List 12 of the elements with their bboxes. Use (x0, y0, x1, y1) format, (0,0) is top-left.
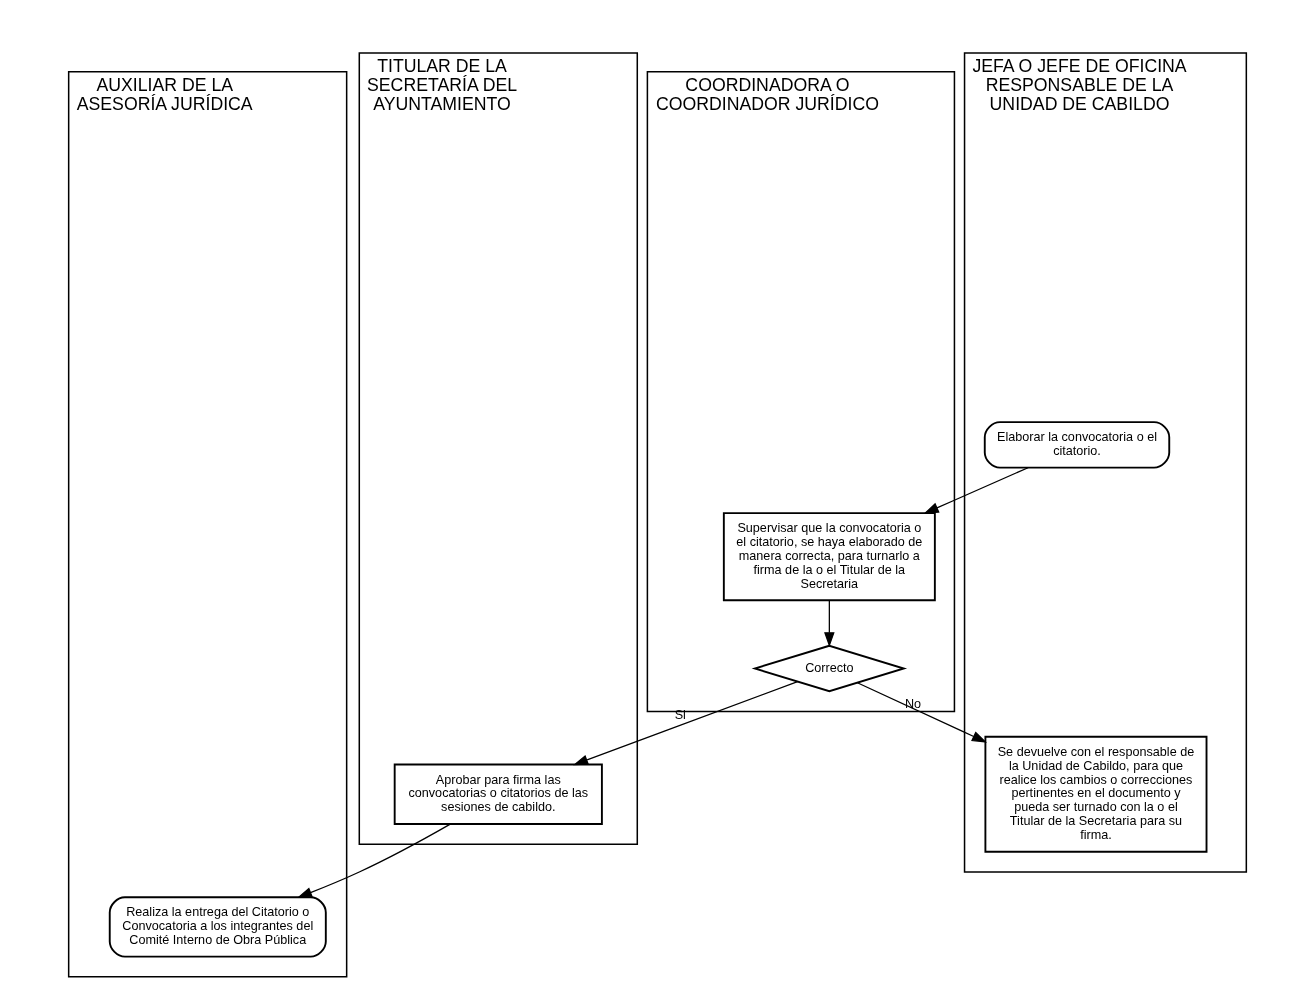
edge-label: No (905, 696, 922, 711)
node-box: Aprobar para firma las convocatorias o citatorios de las sesiones de cabildo. (393, 763, 603, 825)
arrow (824, 599, 835, 647)
arrow (923, 466, 1029, 514)
arrow (573, 680, 799, 765)
arrow (296, 823, 451, 898)
node-box: Se devuelve con el responsable de la Unidad de Cabildo, para que realice los cambios o correcciones pertinentes en el documento y pueda ser turnado con la o el Titular de la Secretaria para su firma. (984, 735, 1208, 853)
node-diamond: Correcto (751, 644, 908, 692)
arrow (856, 681, 988, 743)
node-box: Supervisar que la convocatoria o el citatorio, se haya elaborado de manera correcta, para turnarlo a firma de la o el Titular de la Secretaria (722, 511, 936, 601)
node-box: Realiza la entrega del Citatorio o Convocatoria a los integrantes del Comité Interno de Obra Pública (108, 895, 327, 958)
node-box: Elaborar la convocatoria o el citatorio. (983, 420, 1171, 469)
